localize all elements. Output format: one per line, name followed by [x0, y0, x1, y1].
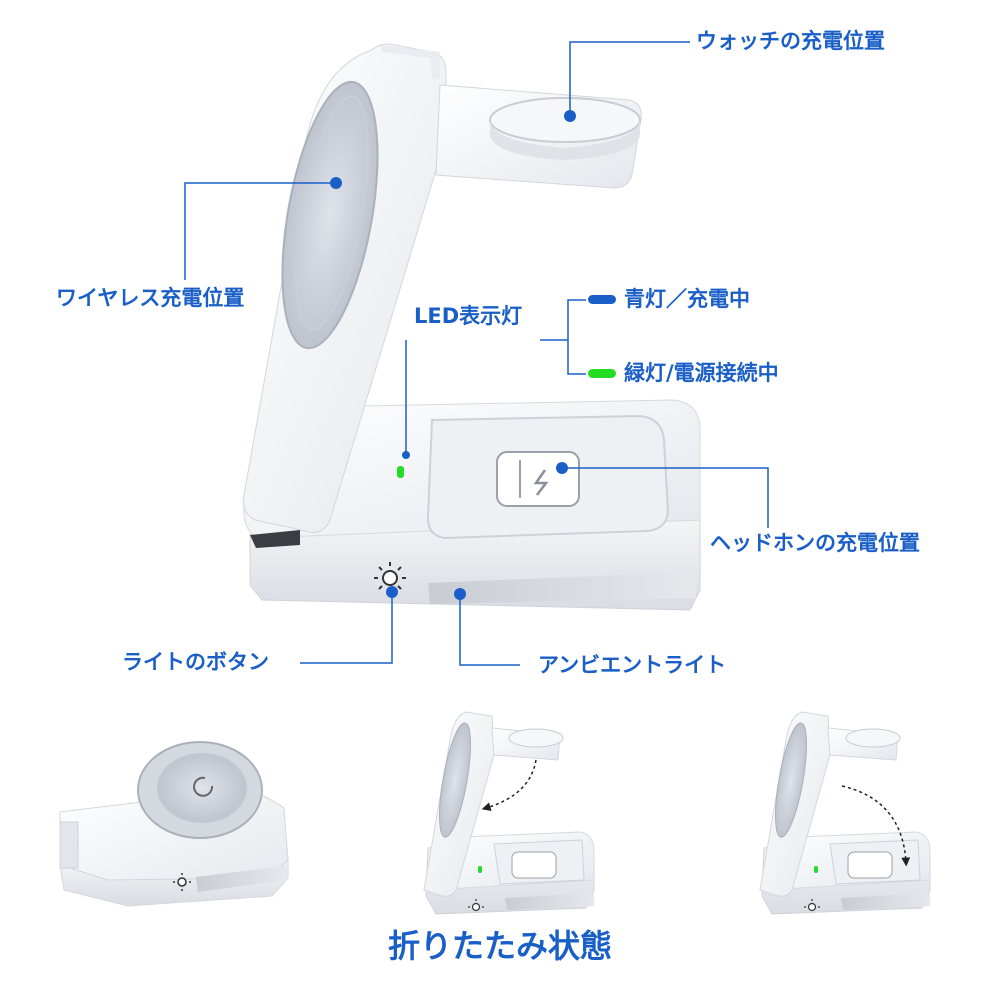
ambient-light-strip	[428, 572, 696, 604]
watch-pad	[489, 97, 641, 143]
light-button-label: ライトのボタン	[122, 650, 269, 674]
sun-icon	[374, 562, 406, 594]
blue-led-swatch	[588, 295, 616, 304]
callout-lines	[184, 41, 769, 666]
phone-pad	[281, 80, 379, 350]
watch-charge-label: ウォッチの充電位置	[696, 29, 885, 53]
headphone-charge-label: ヘッドホンの充電位置	[710, 531, 920, 555]
folding-step-2	[759, 711, 931, 915]
main-charger	[242, 43, 701, 611]
blue-led-label: 青灯／充電中	[624, 287, 750, 311]
fold-arrow-1	[481, 759, 537, 812]
folding-step-1	[423, 711, 595, 915]
green-led-swatch	[588, 369, 616, 378]
ambient-light-label: アンビエントライト	[538, 653, 727, 677]
fold-arrow-2	[841, 785, 911, 867]
folded-charger	[59, 741, 289, 907]
callout-dots	[330, 110, 576, 600]
folded-state-caption: 折りたたみ状態	[387, 927, 612, 965]
green-led-label: 緑灯/電源接続中	[624, 361, 779, 385]
led-indicator	[397, 466, 404, 478]
led-indicator-label: LED表示灯	[414, 304, 523, 328]
wireless-charge-label: ワイヤレス充電位置	[56, 286, 245, 310]
folded-sun-icon	[173, 873, 191, 891]
